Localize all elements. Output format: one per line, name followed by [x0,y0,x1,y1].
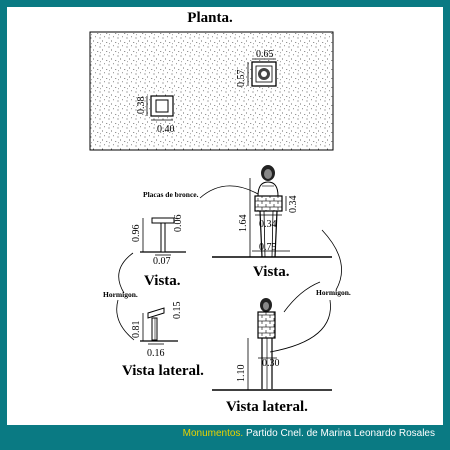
dim-plan-left-height: 0.38 [136,97,147,115]
dim-small-side-base: 0.16 [147,348,165,359]
dim-small-front-base: 0.07 [153,256,171,267]
dim-plan-left-width: 0.40 [157,124,175,135]
leader-concrete-left [118,252,134,294]
dim-small-front-plate: 0.06 [173,215,184,233]
caption-highlight: Monumentos. [182,428,244,439]
caption-text: Partido Cnel. de Marina Leonardo Rosales [243,428,435,439]
small-side-title: Vista lateral. [122,363,204,379]
dim-small-side-plate: 0.15 [172,302,183,320]
plan-monument-bust [251,61,277,87]
plan-stippled-area [89,31,334,151]
dim-front-plaque-height: 0.34 [288,196,299,214]
label-concrete-left: Hormigon. [103,290,138,299]
dim-front-base: 0.75 [259,242,277,253]
dim-small-side-height: 0.81 [131,321,142,339]
side-view-title: Vista lateral. [226,399,308,415]
dim-front-height: 1.64 [238,215,249,233]
dim-small-front-height: 0.96 [131,225,142,243]
plan-small-pedestal [150,95,174,117]
front-view-title: Vista. [253,264,290,280]
dim-plan-right-height: 0.57 [236,70,247,88]
front-monument [254,165,283,258]
label-bronze-plaques: Placas de bronce. [143,190,199,199]
small-front-title: Vista. [144,273,181,289]
caption-bar: Monumentos. Partido Cnel. de Marina Leon… [7,425,443,443]
plan-title: Planta. [187,10,233,26]
side-monument [257,298,276,389]
dim-front-plaque-width: 0.34 [259,219,277,230]
small-side-monument [147,307,165,341]
leader-concrete-right [321,229,342,291]
dim-side-height: 1.10 [236,365,247,383]
leader-bronze-plaques [199,185,259,199]
leader-concrete-left-2 [116,299,135,341]
dim-side-column: 0.30 [262,358,280,369]
label-concrete-right: Hormigon. [316,288,351,297]
small-front-monument [151,217,175,253]
leader-bronze-right [283,281,321,313]
dim-plan-right-width: 0.65 [256,49,274,60]
leader-concrete-right-2 [269,299,331,353]
